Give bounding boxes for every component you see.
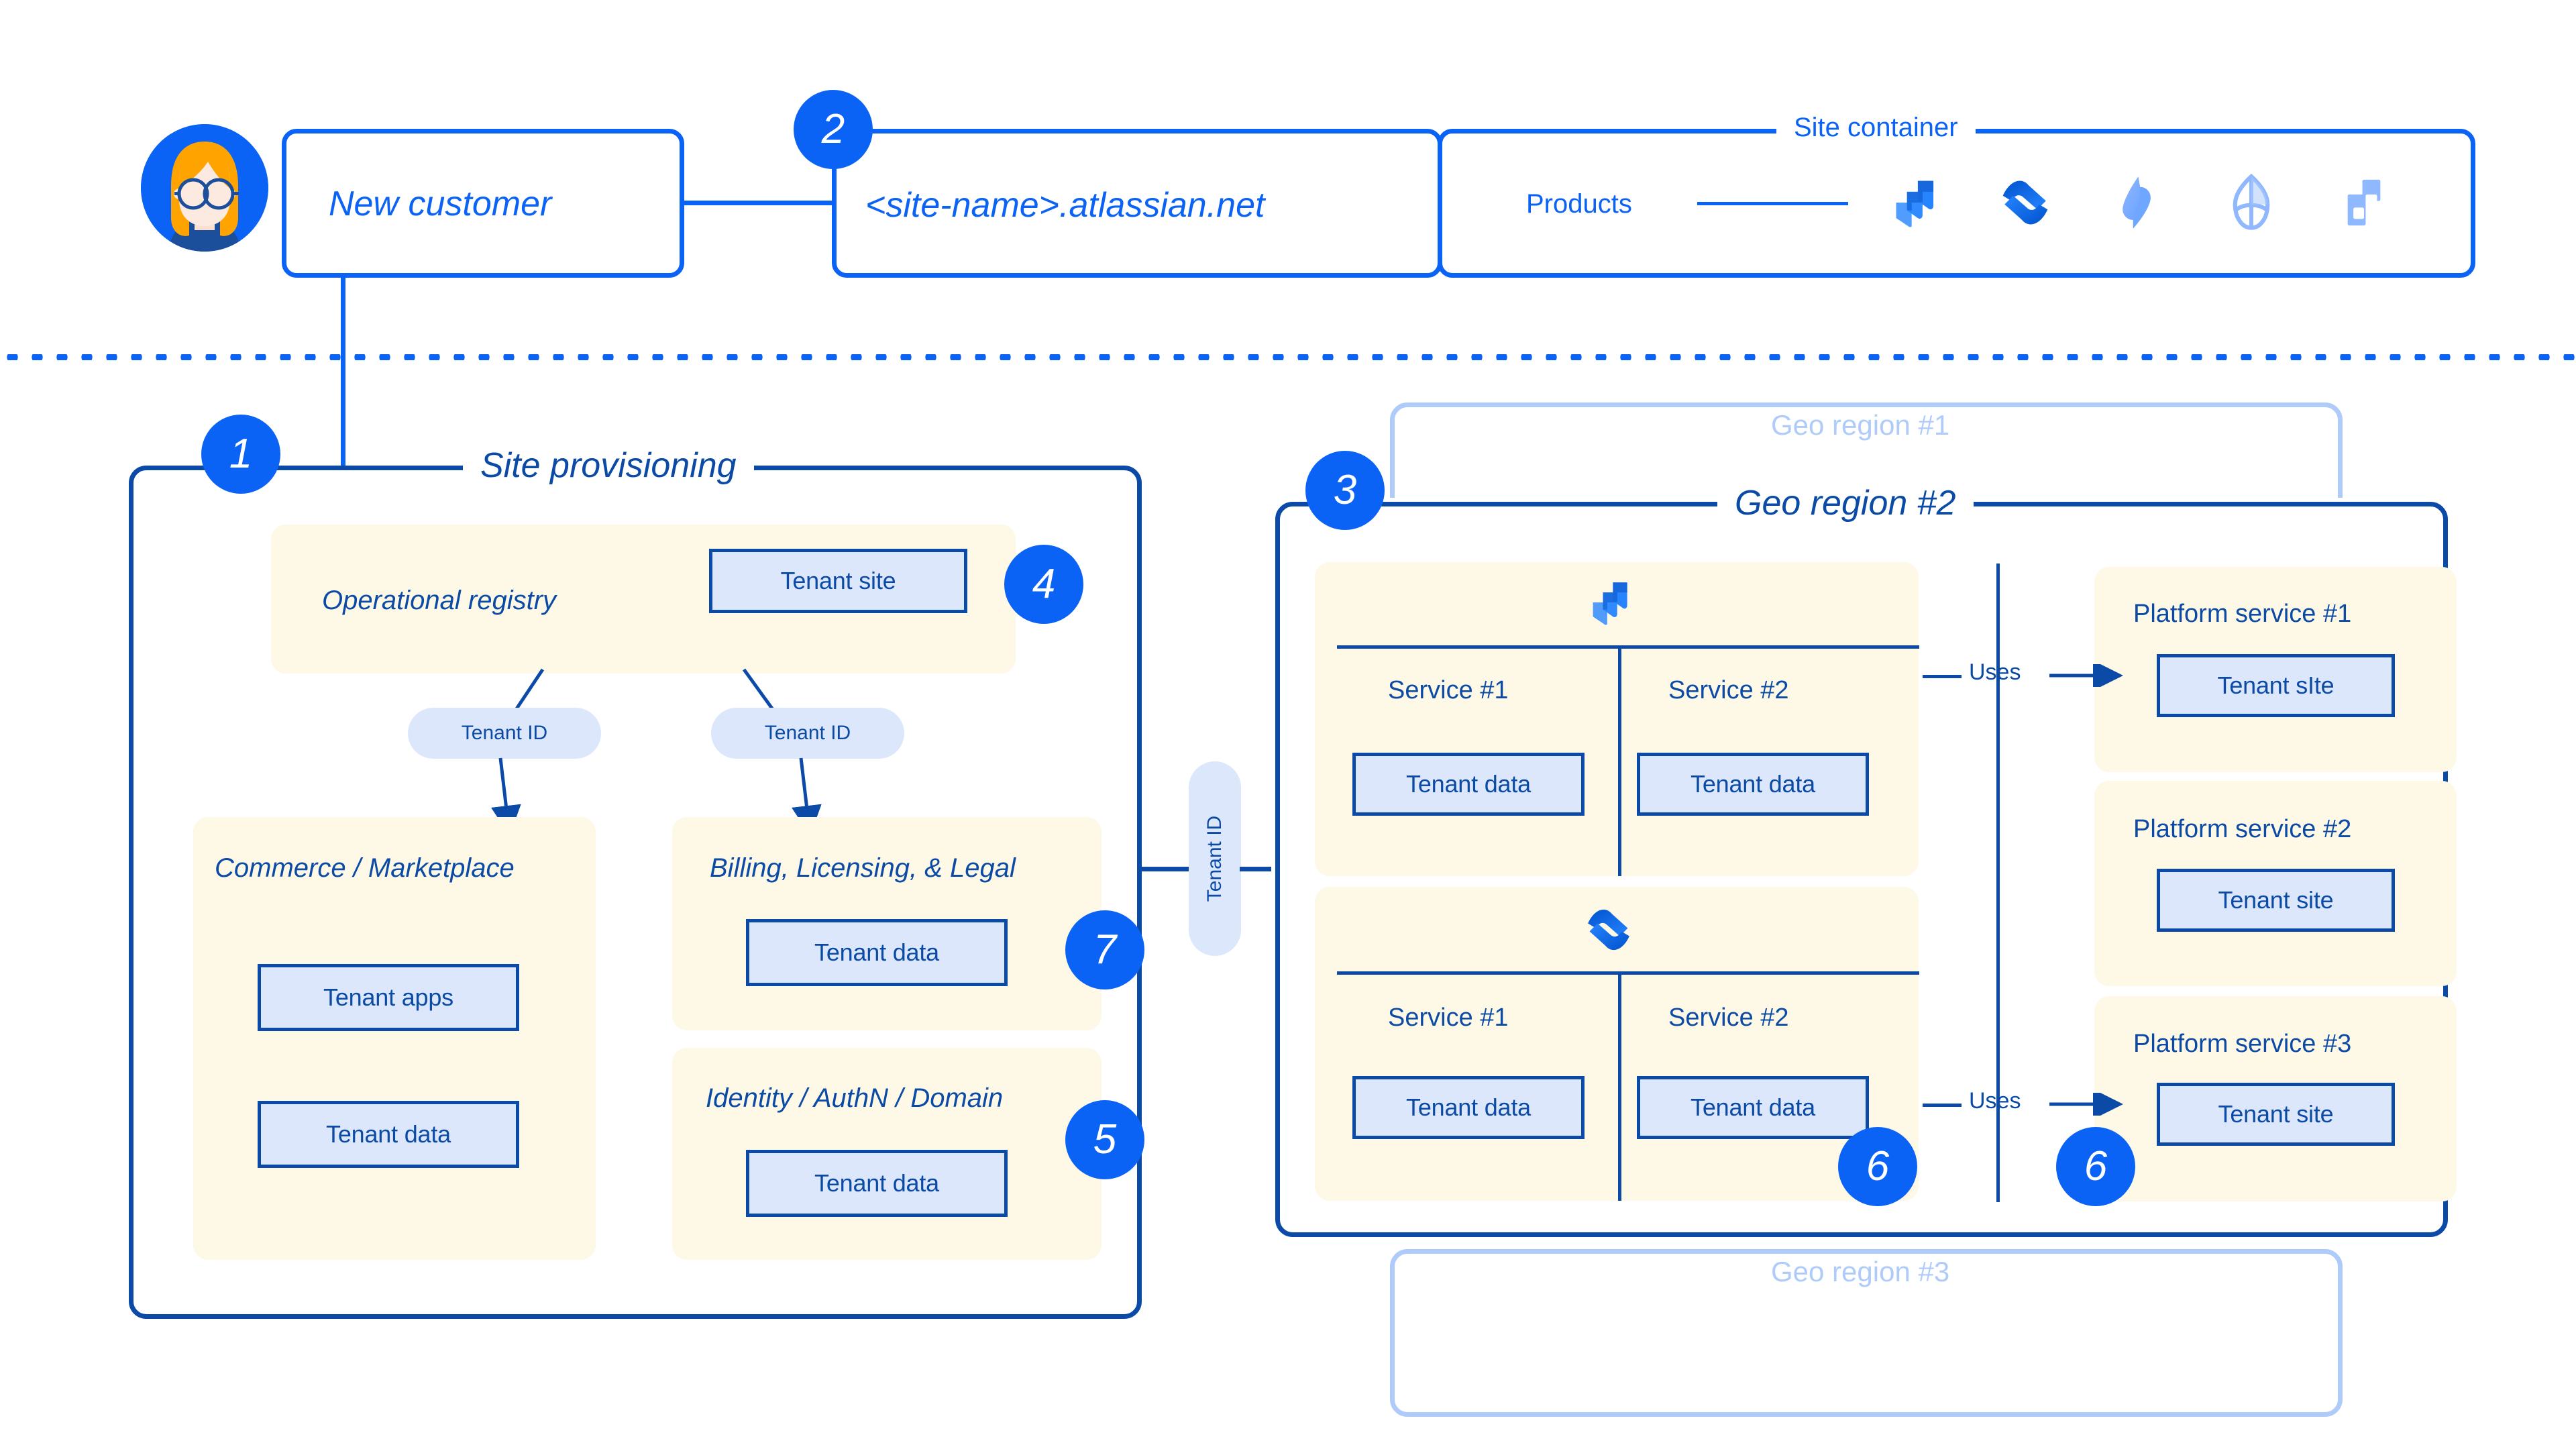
- section-divider: [0, 354, 2576, 360]
- platform-service-2-title: Platform service #2: [2133, 815, 2352, 843]
- tenant-id-connector-line-right: [1240, 867, 1297, 871]
- jira-group-icon: [1582, 576, 1635, 629]
- geo-region-2-column-divider: [1996, 564, 2000, 1202]
- badge-6-platform: 6: [2056, 1127, 2135, 1206]
- badge-1: 1: [201, 415, 280, 494]
- jira-icon[interactable]: [1886, 173, 1940, 232]
- site-container-title: Site container: [1776, 113, 1976, 143]
- commerce-marketplace-panel: [193, 817, 596, 1260]
- uses-bottom-label: Uses: [1969, 1088, 2021, 1114]
- geo-region-3-title: Geo region #3: [1754, 1256, 1968, 1288]
- jira-group-divider-h: [1337, 645, 1919, 649]
- jira-service-1-tenant-data-chip[interactable]: Tenant data: [1352, 753, 1585, 816]
- products-leader-line: [1697, 202, 1848, 205]
- confluence-group-divider-h: [1337, 971, 1919, 975]
- badge-3: 3: [1305, 451, 1385, 530]
- tenant-id-connector-line-left: [1137, 867, 1191, 871]
- operational-registry-tenant-site-chip[interactable]: Tenant site: [709, 549, 967, 613]
- jira-service-2-tenant-data-chip[interactable]: Tenant data: [1637, 753, 1869, 816]
- badge-2: 2: [794, 90, 873, 169]
- confluence-service-2-label: Service #2: [1668, 1004, 1789, 1032]
- billing-tenant-data-chip[interactable]: Tenant data: [746, 919, 1008, 986]
- geo-region-3-panel: [1390, 1249, 2343, 1417]
- geo-region-1-title: Geo region #1: [1754, 409, 1968, 441]
- commerce-marketplace-title: Commerce / Marketplace: [215, 853, 515, 883]
- platform-service-2-chip[interactable]: Tenant site: [2157, 869, 2395, 932]
- site-url-box[interactable]: [832, 129, 1442, 278]
- platform-service-3-chip[interactable]: Tenant site: [2157, 1083, 2395, 1146]
- platform-service-3-title: Platform service #3: [2133, 1030, 2352, 1058]
- connector-customer-to-provisioning: [341, 275, 345, 470]
- commerce-tenant-apps-chip[interactable]: Tenant apps: [258, 964, 519, 1031]
- tenant-id-pill-left: Tenant ID: [408, 708, 601, 759]
- bitbucket-icon[interactable]: [2334, 172, 2394, 233]
- commerce-tenant-data-chip[interactable]: Tenant data: [258, 1101, 519, 1168]
- confluence-service-1-label: Service #1: [1388, 1004, 1509, 1032]
- platform-service-1-title: Platform service #1: [2133, 600, 2352, 628]
- geo-region-2-title: Geo region #2: [1717, 483, 1974, 523]
- tenant-id-down-arrows: [491, 757, 822, 836]
- jira-service-management-icon[interactable]: [2110, 172, 2163, 233]
- badge-6-services: 6: [1838, 1127, 1917, 1206]
- tenant-id-pill-right: Tenant ID: [711, 708, 904, 759]
- platform-service-1-chip[interactable]: Tenant sIte: [2157, 654, 2395, 717]
- confluence-group-icon: [1580, 903, 1638, 957]
- tenant-id-connector-label: Tenant ID: [1203, 815, 1226, 902]
- jira-service-1-label: Service #1: [1388, 676, 1509, 704]
- connector-customer-to-url: [683, 201, 837, 205]
- jira-service-2-label: Service #2: [1668, 676, 1789, 704]
- confluence-group-divider-v: [1618, 971, 1621, 1201]
- billing-licensing-legal-title: Billing, Licensing, & Legal: [710, 853, 1016, 883]
- new-customer-box[interactable]: [282, 129, 684, 278]
- tenant-id-connector-pill: Tenant ID: [1189, 761, 1241, 956]
- site-provisioning-title: Site provisioning: [463, 445, 754, 486]
- confluence-service-2-tenant-data-chip[interactable]: Tenant data: [1637, 1076, 1869, 1139]
- site-container-box[interactable]: [1438, 129, 2475, 278]
- uses-top-arrow: [2049, 664, 2123, 687]
- operational-registry-title: Operational registry: [322, 586, 557, 615]
- badge-7: 7: [1065, 910, 1144, 989]
- avatar: [141, 124, 268, 252]
- jira-group-divider-v: [1618, 645, 1621, 876]
- uses-bottom-arrow: [2049, 1093, 2123, 1116]
- uses-top-line-left: [1923, 675, 1962, 678]
- identity-tenant-data-chip[interactable]: Tenant data: [746, 1150, 1008, 1217]
- products-label: Products: [1526, 189, 1632, 219]
- uses-top-label: Uses: [1969, 659, 2021, 685]
- badge-5: 5: [1065, 1100, 1144, 1179]
- uses-bottom-line-left: [1923, 1104, 1962, 1107]
- confluence-icon[interactable]: [1996, 173, 2055, 232]
- identity-authn-domain-title: Identity / AuthN / Domain: [706, 1083, 1004, 1113]
- atlas-icon[interactable]: [2220, 172, 2282, 233]
- site-url-label: <site-name>.atlassian.net: [865, 186, 1265, 225]
- new-customer-label: New customer: [329, 184, 552, 223]
- badge-4: 4: [1004, 545, 1083, 624]
- confluence-service-1-tenant-data-chip[interactable]: Tenant data: [1352, 1076, 1585, 1139]
